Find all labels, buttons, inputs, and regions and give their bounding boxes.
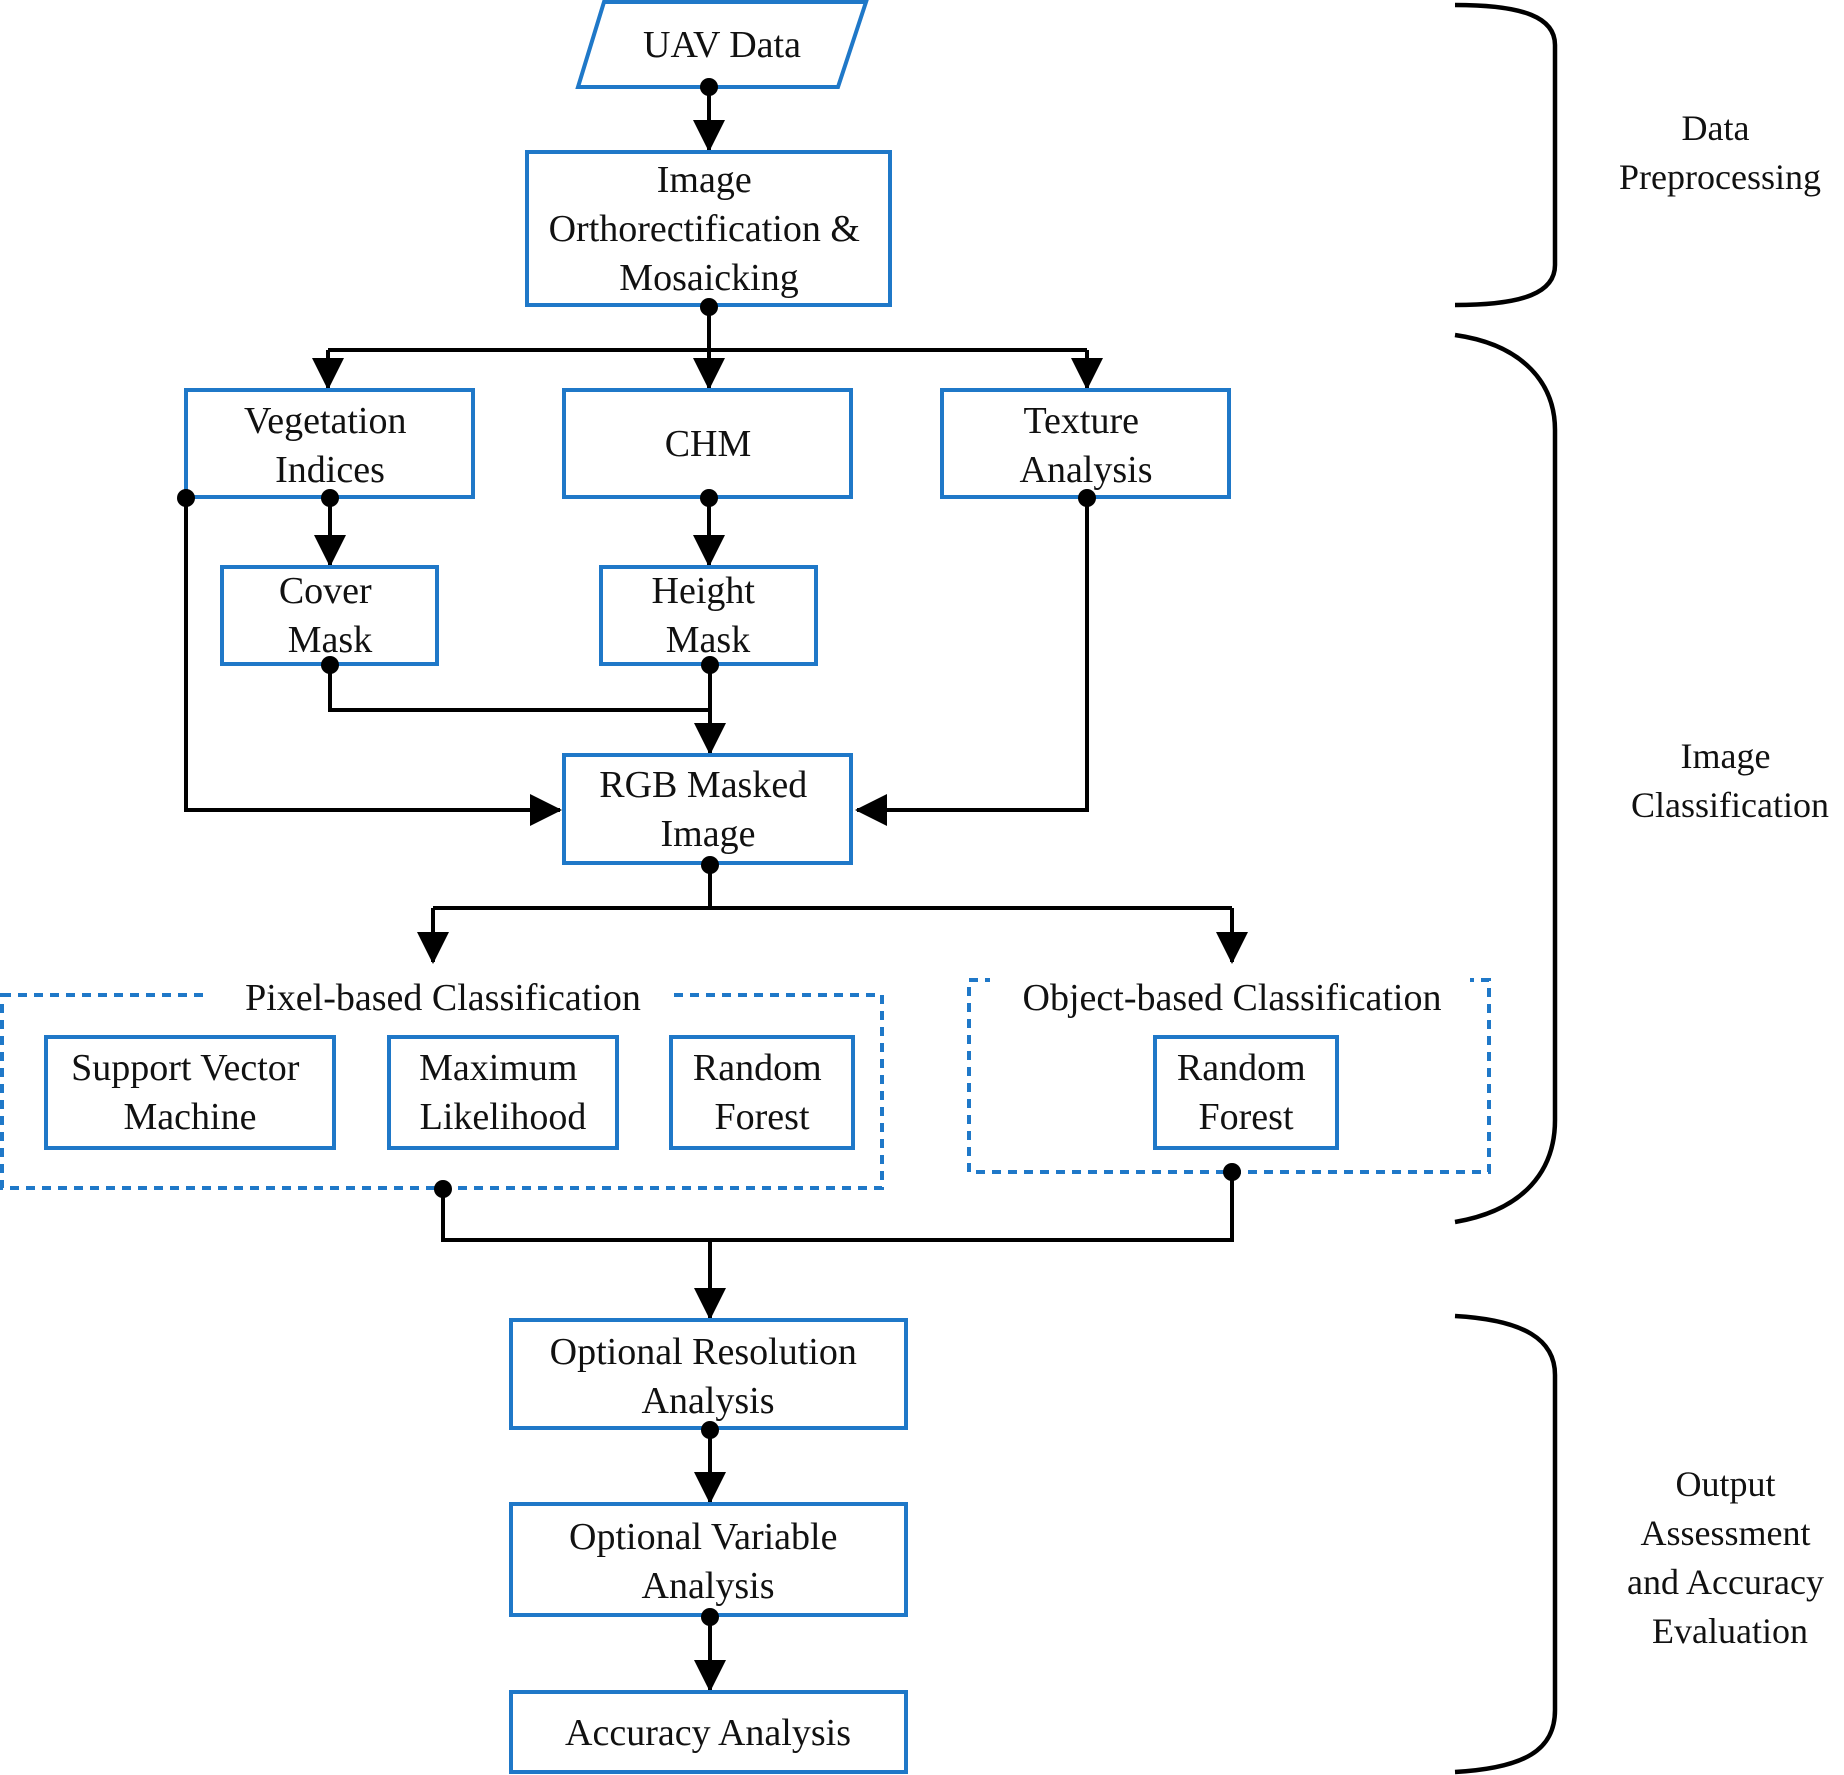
node-uav-data-label: UAV Data xyxy=(643,24,801,66)
stage-label-preprocessing: Data Preprocessing xyxy=(1619,108,1821,197)
node-random-forest-pixel: Random Forest xyxy=(669,1035,855,1150)
svg-text:Maximum Likelihood: Maximum Likelihood xyxy=(419,1047,587,1138)
node-random-forest-object: Random Forest xyxy=(1153,1035,1339,1150)
stage-label-classification: Image Classification xyxy=(1631,736,1829,825)
connector-groups-merge xyxy=(441,1172,1234,1242)
arrow-veg-to-rgb xyxy=(184,498,562,826)
node-maximum-likelihood: Maximum Likelihood xyxy=(387,1035,619,1150)
node-accuracy-analysis: Accuracy Analysis xyxy=(509,1690,908,1774)
node-orthorectification: Image Orthorectification & Mosaicking xyxy=(525,150,892,307)
group-label-pixel: Pixel-based Classification xyxy=(245,977,641,1019)
node-uav-data: UAV Data xyxy=(575,0,869,89)
node-chm: CHM xyxy=(562,388,853,499)
node-texture-analysis: Texture Analysis xyxy=(940,388,1231,499)
svg-text:Support Vector Machine: Support Vector Machine xyxy=(71,1047,309,1138)
svg-text:Random Forest: Random Forest xyxy=(1177,1047,1315,1138)
connector-cover-to-rgb xyxy=(328,665,710,712)
svg-text:Random Forest: Random Forest xyxy=(693,1047,831,1138)
node-optional-variable-analysis: Optional Variable Analysis xyxy=(509,1502,908,1617)
svg-text:RGB Masked Image: RGB Masked Image xyxy=(599,764,816,855)
svg-text:Image Orthorectification: Image Orthorectification & Mosaicking xyxy=(549,159,870,299)
connector-rgb-split xyxy=(433,865,1232,910)
group-label-object: Object-based Classification xyxy=(1023,977,1442,1019)
svg-text:Optional Resolution Anal: Optional Resolution Analysis xyxy=(550,1331,867,1422)
svg-text:Vegetation Indices: Vegetation Indices xyxy=(244,400,416,491)
node-rgb-masked-image: RGB Masked Image xyxy=(562,753,853,865)
svg-text:CHM: CHM xyxy=(665,423,752,465)
stage-brace-output xyxy=(1454,1313,1558,1775)
connectors xyxy=(184,87,1248,1692)
node-cover-mask: Cover Mask xyxy=(220,565,439,666)
arrow-texture-to-rgb xyxy=(855,498,1089,826)
svg-text:Optional Variable Analys: Optional Variable Analysis xyxy=(569,1516,847,1607)
svg-text:Cover Mask: Cover Mask xyxy=(279,570,381,661)
node-height-mask: Height Mask xyxy=(599,565,818,666)
stage-label-output: Output Assessment and Accuracy Evaluatio… xyxy=(1627,1464,1833,1651)
node-support-vector-machine: Support Vector Machine xyxy=(44,1035,336,1150)
node-optional-resolution-analysis: Optional Resolution Analysis xyxy=(509,1318,908,1430)
svg-text:Texture Analysis: Texture Analysis xyxy=(1020,400,1153,491)
connector-dots xyxy=(177,78,1241,1626)
group-object-based: Object-based Classification xyxy=(967,975,1491,1174)
stage-brace-classification xyxy=(1454,332,1558,1225)
svg-text:Accuracy Analysis: Accuracy Analysis xyxy=(565,1712,851,1754)
node-vegetation-indices: Vegetation Indices xyxy=(184,388,475,499)
stage-brace-preprocessing xyxy=(1454,2,1558,308)
svg-text:Height Mask: Height Mask xyxy=(652,570,765,661)
